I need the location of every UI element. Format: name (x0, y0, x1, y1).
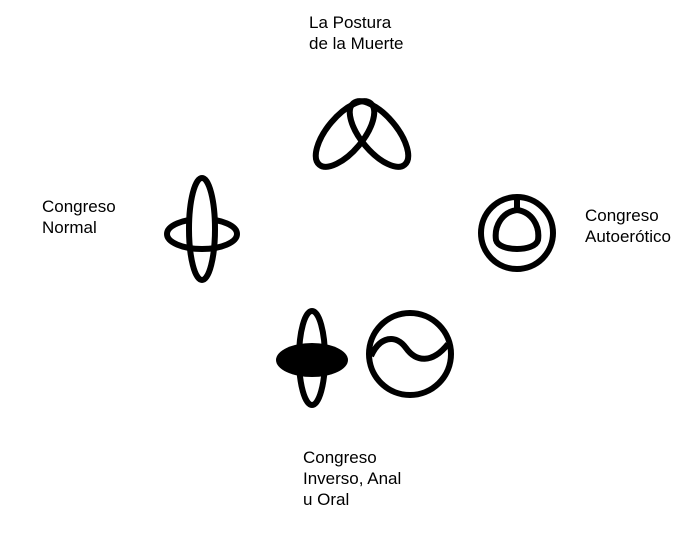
inverse-congress-label-line-3: u Oral (303, 490, 350, 509)
inverse-congress-vertical-loop (296, 308, 328, 408)
inverse-congress-filled-symbol (276, 308, 348, 408)
inverse-congress-s-curve-symbol (366, 310, 454, 398)
autoerotic-outer-circle (478, 194, 556, 272)
inverse-congress-label-line-2: Inverso, Anal (303, 469, 402, 488)
normal-congress-label: Congreso Normal (42, 196, 116, 238)
death-posture-label-line-1: La Postura (309, 13, 392, 32)
normal-congress-ring-front (187, 245, 217, 252)
autoerotic-congress-label: Congreso Autoerótico (585, 205, 671, 247)
death-posture-right-loop (346, 98, 412, 170)
normal-congress-vertical-loop (186, 175, 218, 283)
normal-congress-label-line-1: Congreso (42, 197, 116, 216)
inverse-congress-label-line-1: Congreso (303, 448, 377, 467)
autoerotic-congress-symbol (478, 194, 556, 272)
death-posture-symbol (312, 98, 412, 170)
normal-congress-label-line-2: Normal (42, 218, 97, 237)
autoerotic-congress-label-line-2: Autoerótico (585, 227, 671, 246)
death-posture-label-line-2: de la Muerte (309, 34, 404, 53)
inverse-congress-loop-inner-gap (304, 346, 320, 374)
death-posture-label: La Postura de la Muerte (309, 12, 404, 54)
inverse-congress-s-curve (368, 336, 451, 362)
autoerotic-congress-label-line-1: Congreso (585, 206, 659, 225)
autoerotic-inner-loop (492, 198, 542, 252)
normal-congress-symbol (164, 175, 240, 283)
inverse-congress-label: Congreso Inverso, Anal u Oral (303, 447, 401, 510)
